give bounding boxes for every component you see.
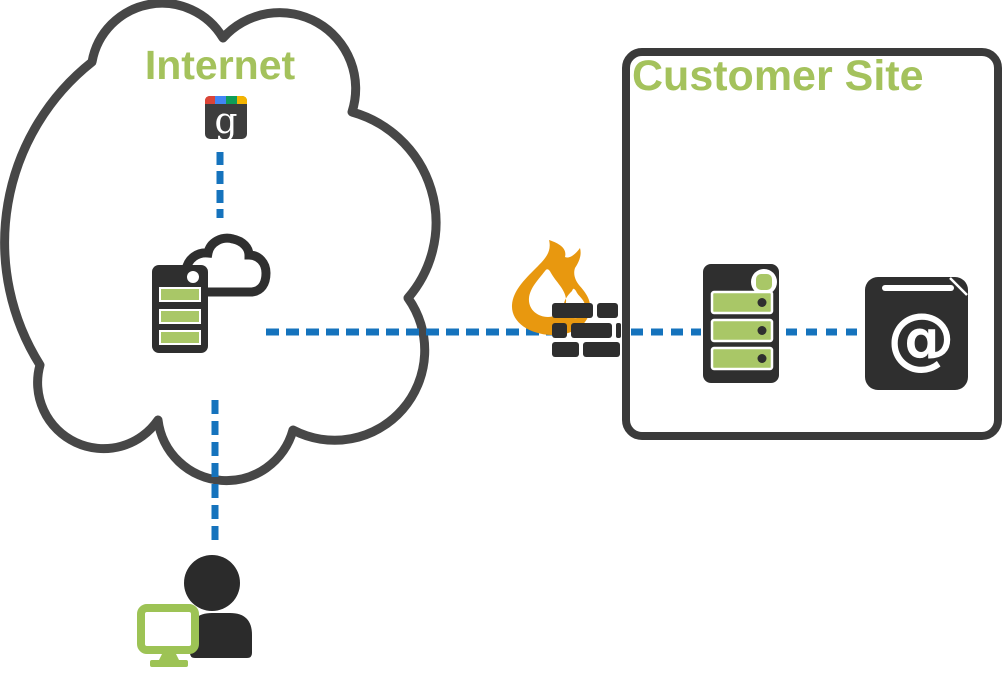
google-stripe-yellow — [237, 96, 247, 104]
google-stripe-red — [205, 96, 215, 104]
address-book-cover — [865, 277, 968, 390]
brick — [583, 342, 620, 357]
brick — [571, 323, 612, 338]
flame-icon — [511, 240, 591, 336]
google-stripe-green — [226, 96, 237, 104]
brick — [552, 303, 593, 318]
address-book-spine-groove — [882, 285, 954, 291]
customer-server-slat — [710, 346, 774, 371]
customer-server-light — [756, 274, 772, 290]
cloud-server-slat — [159, 287, 201, 302]
brick — [552, 342, 579, 357]
brick — [552, 323, 567, 338]
user-head-icon — [184, 555, 240, 611]
customer-server-slat — [710, 290, 774, 315]
internet-label: Internet — [145, 42, 296, 88]
user-workstation-icon — [137, 555, 252, 667]
google-icon: g — [205, 96, 247, 142]
cloud-server-slat — [159, 309, 201, 324]
at-symbol: @ — [887, 299, 955, 378]
cloud-server-light — [187, 271, 199, 283]
address-book-fold — [949, 277, 968, 296]
cloud-server-icon — [152, 233, 271, 353]
customer-server-icon — [703, 264, 779, 383]
customer-site-label: Customer Site — [632, 52, 924, 100]
brick — [616, 323, 621, 338]
internet-cloud-outline — [0, 0, 441, 486]
slat-dot — [757, 298, 767, 307]
brick — [597, 303, 618, 318]
customer-site-box — [622, 48, 1002, 440]
address-book-icon: @ — [865, 277, 968, 390]
firewall-icon — [511, 240, 621, 357]
slat-dot — [757, 354, 767, 363]
monitor-stand — [158, 652, 180, 662]
customer-server-slat — [710, 318, 774, 343]
google-icon-tile — [205, 96, 247, 139]
cloud-server-slat — [159, 330, 201, 345]
google-letter: g — [214, 101, 237, 142]
slat-dot — [757, 326, 767, 335]
monitor-base — [150, 660, 188, 667]
brick-wall-icon — [552, 303, 621, 357]
user-body-icon — [190, 613, 252, 658]
monitor-icon — [137, 604, 199, 654]
google-stripe-blue — [215, 96, 226, 104]
